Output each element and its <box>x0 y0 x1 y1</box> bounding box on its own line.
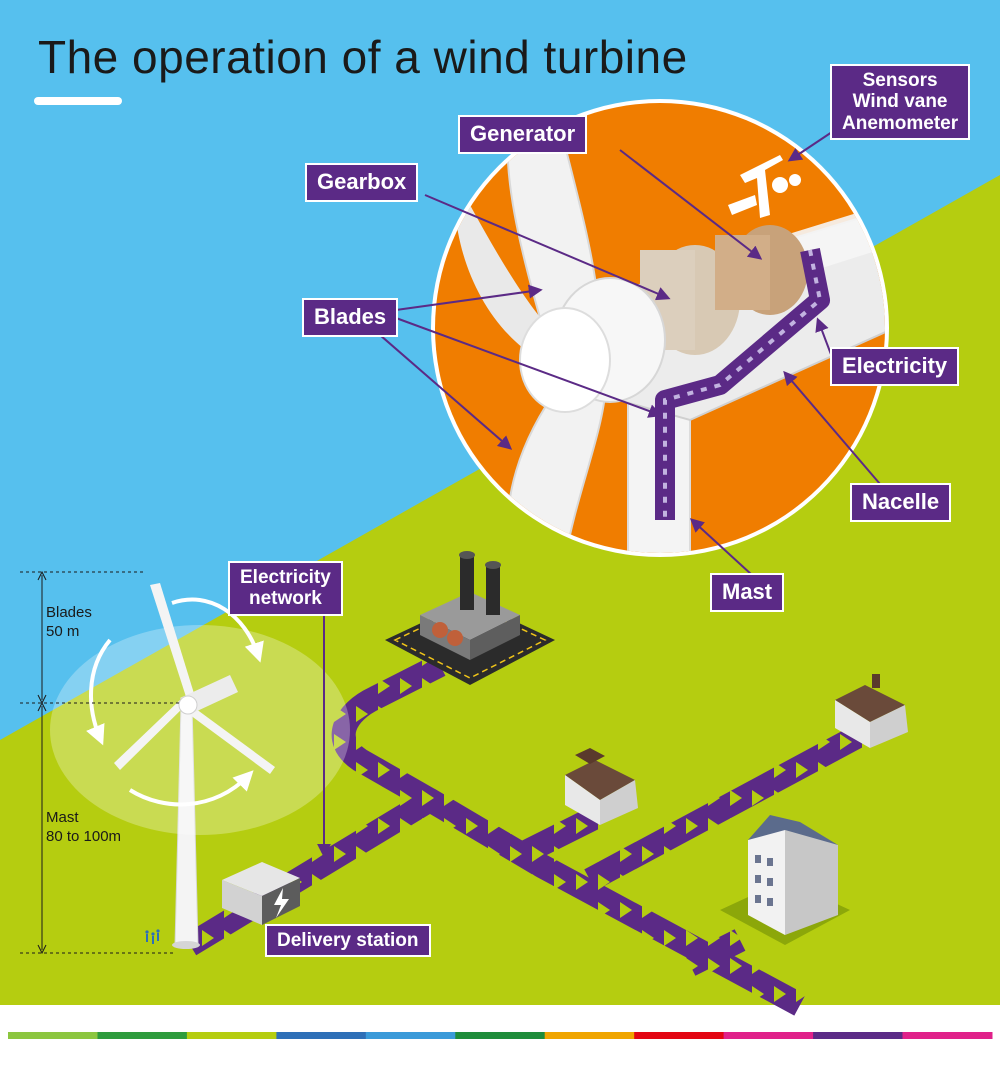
footer-color-bar <box>8 1032 993 1039</box>
label-generator: Generator <box>458 115 588 154</box>
label-electricity: Electricity <box>830 347 960 386</box>
dimension-mast-value: 80 to 100m <box>46 827 122 845</box>
footer-color-segment <box>365 1032 456 1039</box>
label-sensors-line-1: Sensors <box>862 70 938 91</box>
footer-color-segment <box>186 1032 277 1039</box>
dimension-blades-value: 50 m <box>46 622 80 640</box>
label-delivery-station: Delivery station <box>265 924 431 958</box>
label-blades: Blades <box>302 298 399 337</box>
footer-color-segment <box>634 1032 725 1039</box>
label-gearbox: Gearbox <box>305 163 419 202</box>
footer-color-segment <box>902 1032 993 1039</box>
footer-color-segment <box>723 1032 814 1039</box>
footer-color-segment <box>8 1032 98 1039</box>
label-nacelle: Nacelle <box>850 483 952 522</box>
people-figures <box>145 929 160 944</box>
electricity-network <box>183 654 866 1016</box>
wind-turbine <box>50 583 350 949</box>
label-mast: Mast <box>710 573 785 612</box>
label-sensors-line-3: Anemometer <box>842 112 959 134</box>
dimension-mast: Mast 80 to 100m <box>46 809 121 847</box>
label-electricity-network-line-1: Electricity <box>240 567 331 588</box>
footer-color-segment <box>544 1032 635 1039</box>
footer-color-segment <box>276 1032 367 1039</box>
rotation-arrow-icon <box>171 597 264 663</box>
label-electricity-network: Electricity network <box>228 561 343 616</box>
dimension-blades-label: Blades <box>46 604 92 621</box>
lightning-bolt-icon <box>274 888 289 918</box>
house-2 <box>835 674 908 748</box>
rotation-arrow-icon <box>86 638 112 746</box>
apartment-building <box>720 815 850 945</box>
power-plant <box>385 551 555 685</box>
dimension-mast-label: Mast <box>46 809 79 826</box>
callout-arrows <box>317 127 881 858</box>
house-1 <box>565 748 638 825</box>
label-sensors: Sensors Wind vane Anemometer <box>830 64 971 140</box>
footer-color-segment <box>813 1032 904 1039</box>
page-title: The operation of a wind turbine <box>38 31 688 83</box>
label-sensors-line-2: Wind vane <box>852 91 948 113</box>
dimension-blades: Blades 50 m <box>46 604 92 642</box>
title-underline <box>34 97 122 105</box>
footer-color-segment <box>455 1032 546 1039</box>
delivery-station <box>222 862 300 925</box>
rotation-arrow-icon <box>128 770 254 807</box>
footer-color-segment <box>97 1032 188 1039</box>
dimension-lines <box>20 570 180 955</box>
nacelle-closeup <box>431 99 889 557</box>
label-electricity-network-line-2: network <box>248 588 322 610</box>
